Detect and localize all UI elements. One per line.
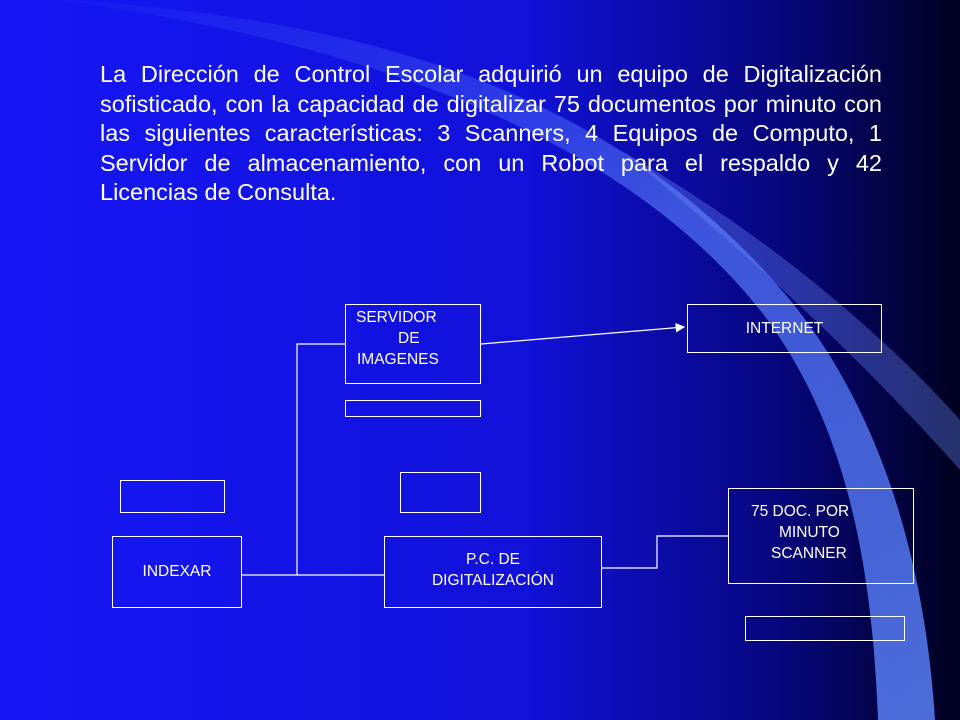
pc-label-line1: P.C. DE [466,551,520,568]
pc-label-line2: DIGITALIZACIÓN [431,572,554,589]
scanner-label-line3: SCANNER [771,545,847,562]
placeholder-box-under-servidor [345,400,481,417]
servidor-label-line2: DE [398,330,420,347]
connector-pc-to-scanner [601,535,729,569]
placeholder-box-left [120,480,225,513]
servidor-de-imagenes-box: SERVIDOR DE IMAGENES [345,304,481,384]
indexar-box: INDEXAR [112,536,242,608]
arrow-servidor-to-internet [480,322,686,345]
intro-paragraph: La Dirección de Control Escolar adquirió… [100,61,882,205]
pc-de-digitalizacion-box: P.C. DE DIGITALIZACIÓN [384,536,602,608]
internet-label: INTERNET [745,320,824,337]
servidor-label-line1: SERVIDOR [356,309,437,326]
internet-box: INTERNET [687,304,882,353]
placeholder-box-center [400,472,481,513]
scanner-label-line1: 75 DOC. POR [751,503,850,520]
servidor-label-line3: IMAGENES [357,351,439,368]
connector-trunk-to-servidor [296,343,345,575]
placeholder-box-under-scanner [745,616,905,641]
indexar-label: INDEXAR [142,563,212,580]
scanner-label-line2: MINUTO [779,524,840,541]
scanner-box: 75 DOC. POR MINUTO SCANNER [728,488,914,584]
